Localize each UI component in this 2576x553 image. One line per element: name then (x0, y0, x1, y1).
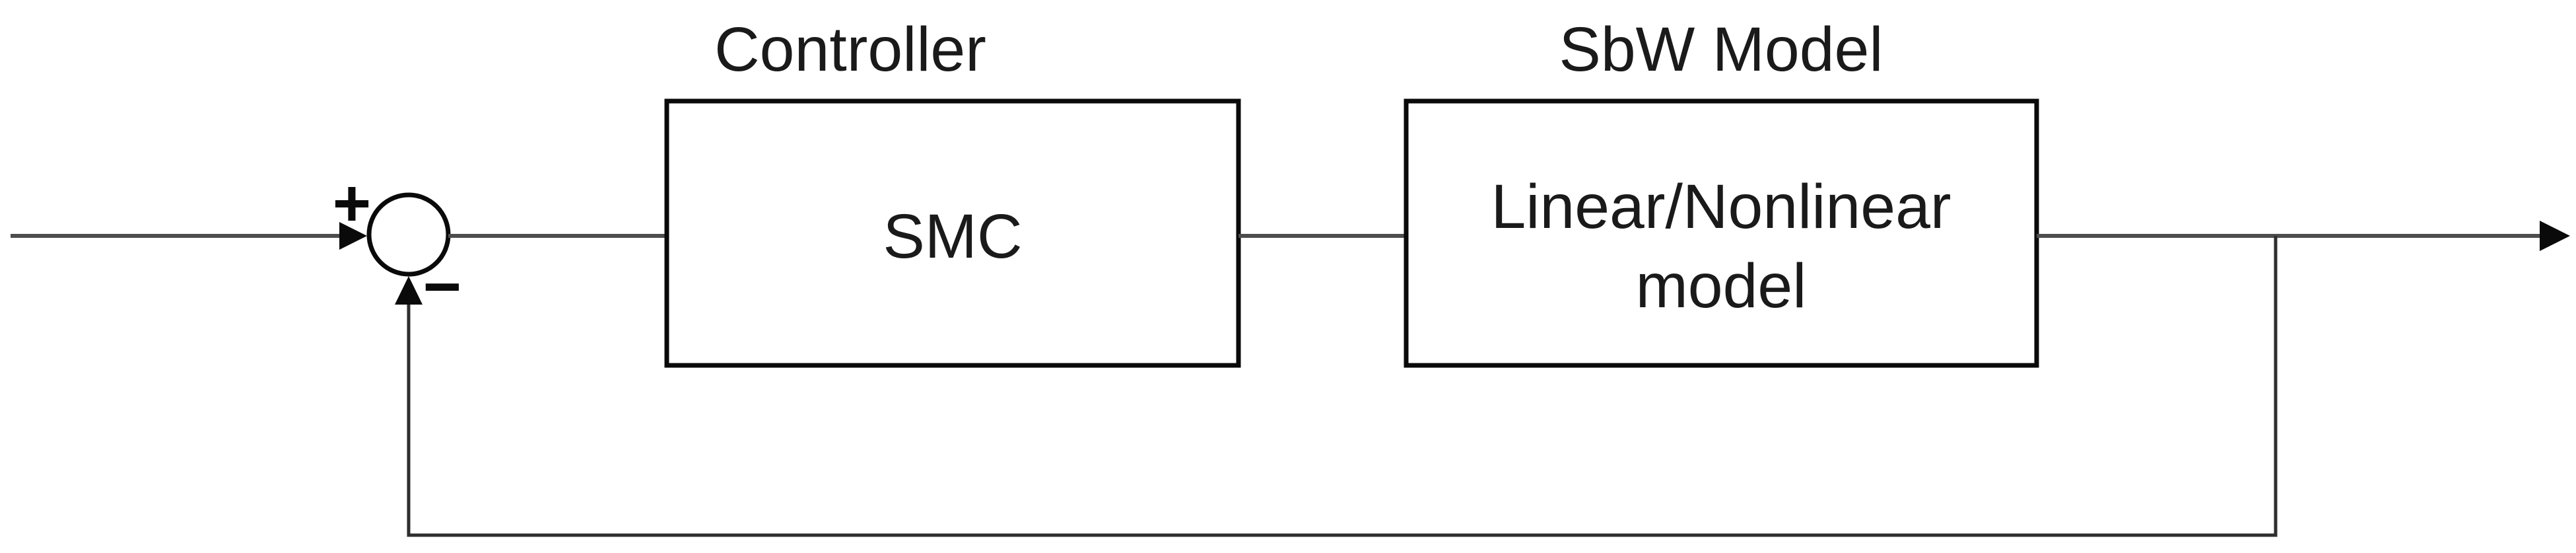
feedback-arrowhead-icon (395, 276, 423, 305)
controller-block (664, 98, 1241, 368)
controller-title: Controller (714, 15, 986, 85)
sbw-model-title: SbW Model (1559, 15, 1883, 85)
controller-block-label: SMC (883, 202, 1022, 272)
output-arrowhead-icon (2540, 221, 2570, 251)
sbw-model-block (1404, 98, 2039, 368)
sbw-model-label-line2: model (1636, 251, 1807, 321)
sbw-model-label-line1: Linear/Nonlinear (1491, 172, 1951, 242)
plus-sign-label: + (333, 166, 371, 240)
feedback-line (407, 236, 2278, 537)
minus-sign-label: − (423, 250, 461, 324)
input-arrowhead-icon (339, 222, 367, 250)
